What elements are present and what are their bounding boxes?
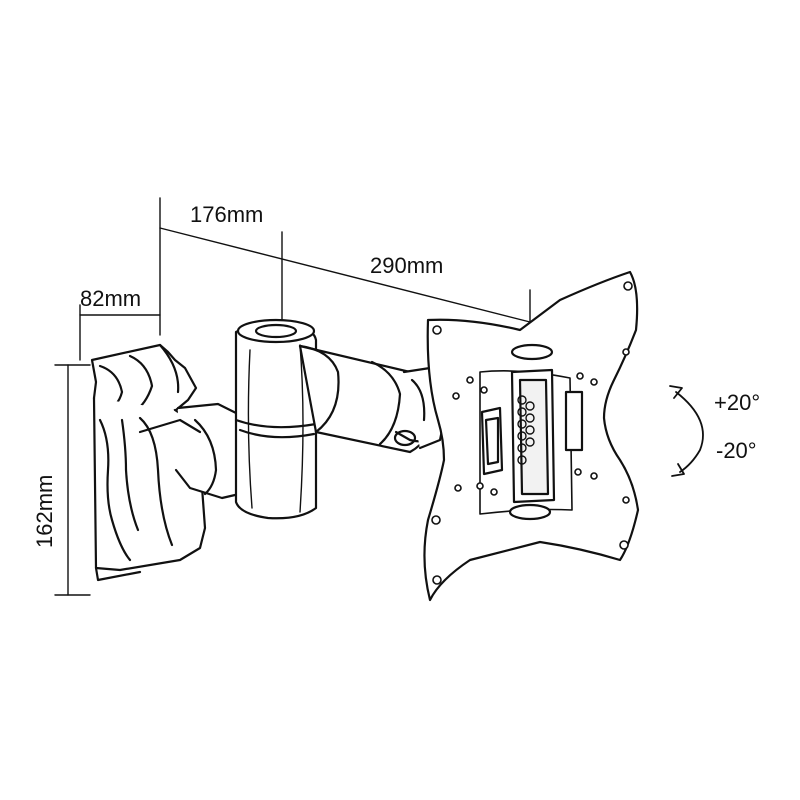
dimension-162mm: 162mm [32,474,57,548]
tilt-down-label: -20° [716,438,757,463]
tilt-arrow [669,385,704,477]
first-arm [138,402,252,500]
tilt-up-label: +20° [714,390,761,415]
dimension-lines [54,197,531,596]
elbow-joint [234,318,318,520]
dimension-290mm: 290mm [370,253,444,278]
vesa-plate [423,270,640,602]
dimension-82mm: 82mm [80,286,142,311]
dimension-176mm: 176mm [190,202,264,227]
